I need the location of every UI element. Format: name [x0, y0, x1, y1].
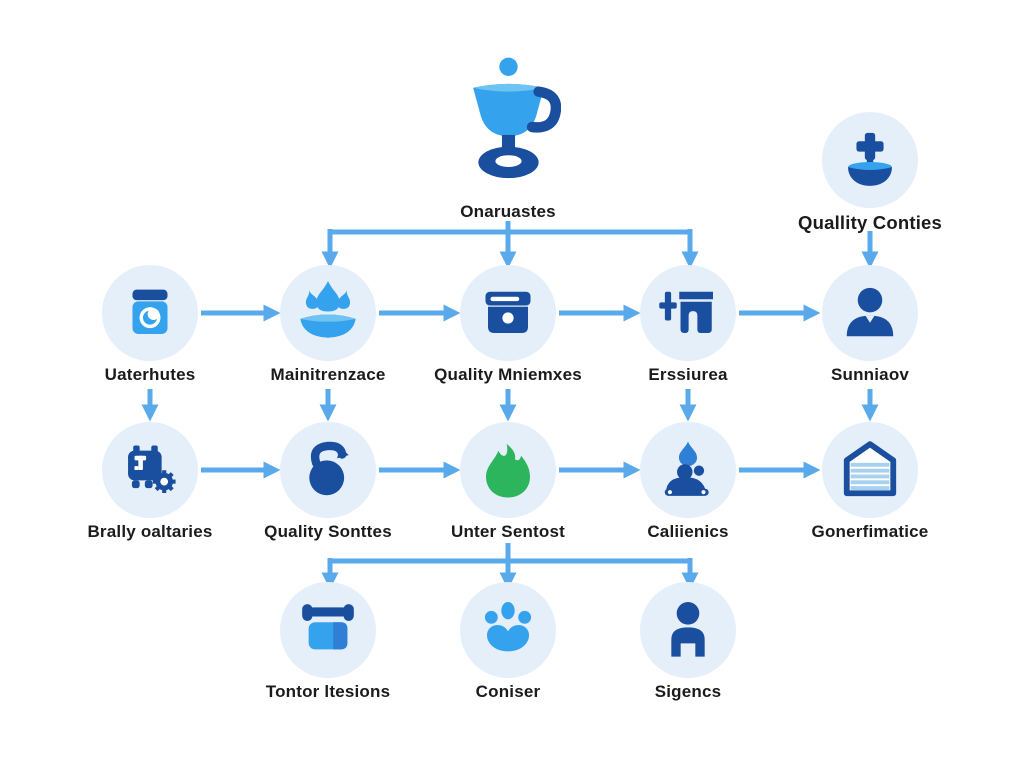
flame-bowl-icon — [300, 280, 356, 338]
node-circle — [640, 422, 736, 518]
node-row3-5: Gonerfimatice — [812, 422, 928, 541]
water-cup-stand-icon — [472, 57, 561, 179]
kettlebell-icon — [309, 441, 349, 496]
node-circle — [822, 112, 918, 208]
node-circle — [822, 422, 918, 518]
node-label: Uaterhutes — [104, 365, 196, 384]
node-label: Quality Mniemxes — [434, 365, 582, 384]
node-row3-1: Brally oaltaries — [87, 422, 212, 541]
plus-bowl-icon — [848, 132, 892, 186]
node-circle — [102, 265, 198, 361]
node-label: Sigencs — [654, 682, 722, 701]
node-label: Onaruastes — [460, 202, 556, 221]
node-row2-1: Uaterhutes — [102, 265, 198, 384]
node-label: Coniser — [475, 682, 541, 701]
node-circle — [280, 582, 376, 678]
washer-jar-icon — [132, 289, 168, 334]
pants-plus-icon — [659, 291, 713, 333]
node-label: Mainitrenzace — [270, 365, 386, 384]
node-circle — [460, 422, 556, 518]
node-top-right: Quallity Conties — [798, 112, 942, 233]
node-row4-3: Sigencs — [640, 582, 736, 701]
node-circle — [460, 265, 556, 361]
node-row4-2: Coniser — [460, 582, 556, 701]
node-row2-3: Quality Mniemxes — [434, 265, 582, 384]
node-label: Sunniaov — [830, 365, 910, 384]
node-circle — [640, 582, 736, 678]
node-row3-3: Unter Sentost — [451, 422, 565, 541]
paw-splash-icon — [484, 602, 532, 652]
node-source: Onaruastes — [453, 55, 563, 221]
node-label: Quality Sonttes — [264, 522, 392, 541]
striped-house-icon — [843, 441, 897, 497]
node-label: Tontor ltesions — [265, 682, 391, 701]
node-circle — [822, 265, 918, 361]
node-circle — [280, 422, 376, 518]
roller-bed-icon — [302, 604, 354, 650]
node-label: Brally oaltaries — [87, 522, 213, 541]
green-flame-icon — [486, 443, 530, 498]
node-row3-4: Caliienics — [640, 422, 736, 541]
node-row4-1: Tontor ltesions — [266, 582, 390, 701]
node-row2-5: Sunniaov — [822, 265, 918, 384]
storage-box-icon — [485, 291, 531, 333]
node-label: Caliienics — [647, 522, 729, 541]
node-circle — [460, 582, 556, 678]
node-label: Gonerfimatice — [811, 522, 929, 541]
node-label: Unter Sentost — [450, 522, 566, 541]
person-standing-icon — [671, 602, 705, 657]
node-row3-2: Quality Sonttes — [264, 422, 392, 541]
node-circle — [102, 422, 198, 518]
node-circle — [640, 265, 736, 361]
person-bust-icon — [846, 287, 894, 337]
node-label: Quallity Conties — [797, 212, 943, 233]
node-label: Erssiurea — [648, 365, 728, 384]
node-row2-2: Mainitrenzace — [270, 265, 385, 384]
droplet-group-icon — [664, 441, 709, 496]
node-row2-4: Erssiurea — [640, 265, 736, 384]
machine-gear-icon — [128, 445, 176, 493]
node-circle — [280, 265, 376, 361]
